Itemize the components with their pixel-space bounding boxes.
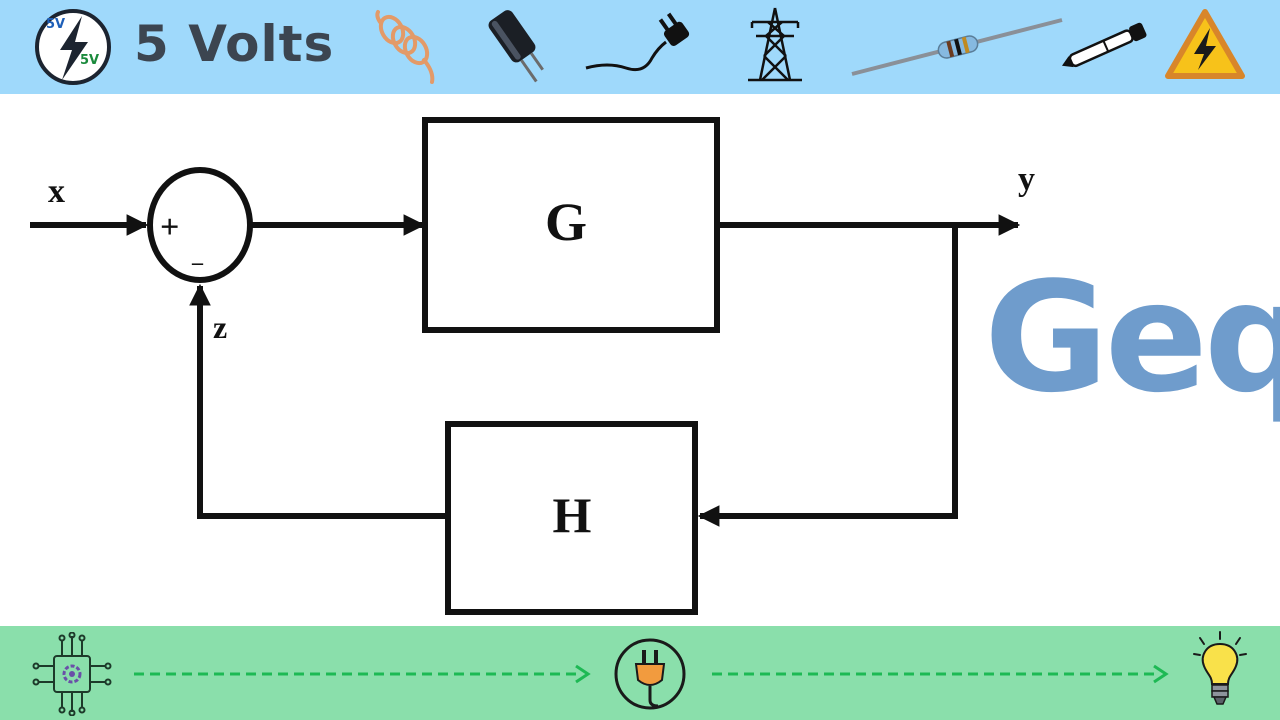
- coil-icon: [375, 10, 435, 84]
- resistor-icon: [851, 18, 1063, 76]
- forward-block-label: G: [545, 192, 587, 252]
- footer-bar: [0, 626, 1280, 720]
- pen-icon: [1061, 22, 1147, 68]
- minus-sign: _: [191, 242, 204, 267]
- dashed-arrow-right: [712, 664, 1169, 684]
- power-plug-cable-icon: [585, 12, 690, 72]
- output-label-y: y: [1018, 161, 1035, 198]
- dashed-arrow-left: [134, 664, 591, 684]
- feedback-line-right: [697, 222, 958, 527]
- feedback-block-label: H: [553, 487, 592, 543]
- transmission-tower-icon: [748, 7, 802, 82]
- lightning-logo-icon: [35, 9, 111, 85]
- high-voltage-warning-icon: [1165, 9, 1245, 79]
- logo-5v-top: 5V: [46, 17, 66, 32]
- forward-block-g: [422, 117, 720, 333]
- header-bar: 5V 5V 5 Volts: [0, 0, 1280, 94]
- chip-gear-icon: [32, 632, 112, 716]
- plus-sign: +: [160, 209, 179, 246]
- feedback-line-left: [189, 283, 448, 519]
- logo-5v-bottom: 5V: [80, 53, 100, 68]
- plug-circle-icon: [614, 638, 686, 710]
- brand-name: 5 Volts: [134, 15, 335, 73]
- equivalent-gain-title: Geq: [984, 249, 1280, 426]
- capacitor-icon: [488, 10, 544, 83]
- feedback-block-diagram: + _ G H x y z: [30, 117, 1035, 615]
- feedback-label-z: z: [213, 309, 227, 345]
- input-label-x: x: [48, 173, 65, 210]
- light-bulb-icon: [1193, 631, 1247, 705]
